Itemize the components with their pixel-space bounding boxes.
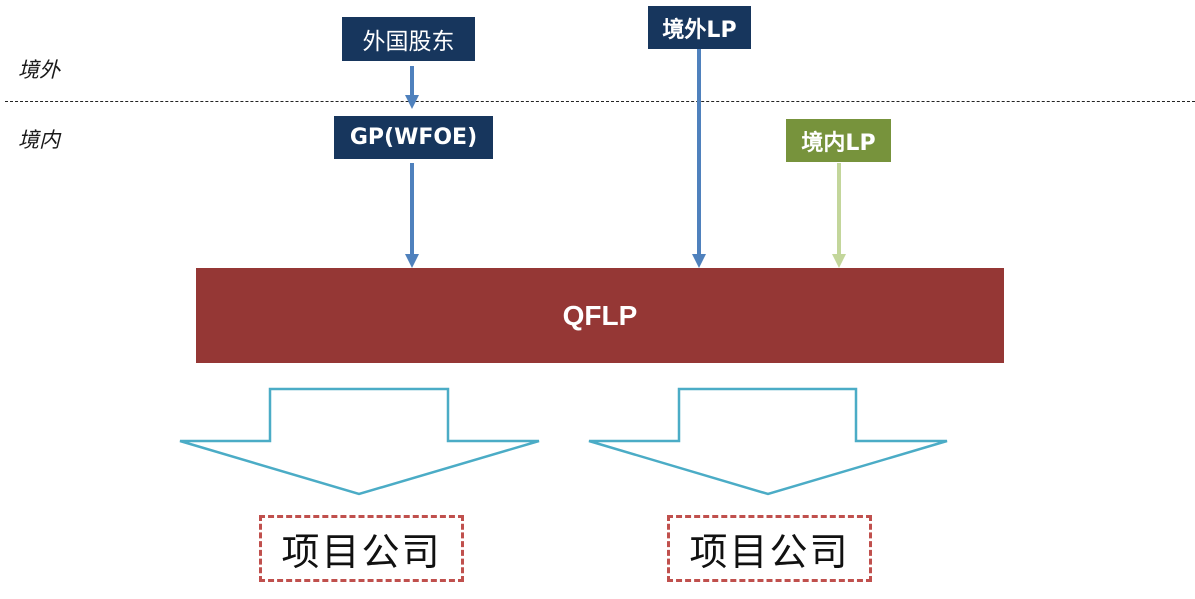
outline-arrow-left (179, 387, 540, 496)
onshore-lp-box: 境内LP (786, 119, 891, 162)
gp-wfoe-box: GP(WFOE) (334, 116, 493, 159)
onshore-region-label: 境内 (18, 128, 60, 152)
arrow-offshore-lp-to-qflp (692, 47, 706, 268)
arrow-gp-to-qflp (405, 163, 419, 268)
offshore-region-label: 境外 (18, 58, 60, 82)
offshore-lp-box: 境外LP (648, 6, 751, 49)
outline-arrow-right (588, 387, 948, 496)
project-company-box-1: 项目公司 (259, 515, 464, 582)
arrow-shareholder-to-gp (405, 66, 419, 109)
border-divider-line (5, 101, 1195, 102)
arrow-onshore-lp-to-qflp (832, 163, 846, 268)
foreign-shareholder-box: 外国股东 (342, 17, 475, 61)
project-company-box-2: 项目公司 (667, 515, 872, 582)
qflp-fund-bar: QFLP (196, 268, 1004, 363)
